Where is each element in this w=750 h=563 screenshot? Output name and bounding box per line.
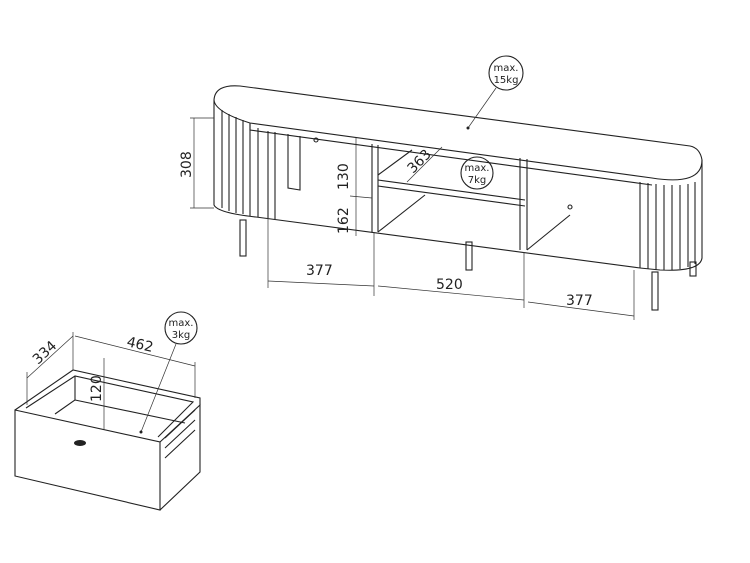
cabinet-legs — [239, 219, 697, 311]
height-dimension: 308 — [179, 151, 195, 178]
drawer-width-dimension: 462 — [125, 334, 155, 356]
left-width-dimension: 377 — [306, 263, 333, 279]
right-fluted-door — [639, 182, 696, 270]
drawer-load-value: 3kg — [172, 330, 191, 341]
top-load-label: max. — [494, 63, 519, 74]
drawer-load-callout: max. 3kg — [139, 311, 198, 434]
top-load-callout: max. 15kg — [466, 55, 524, 130]
tv-cabinet — [213, 85, 703, 311]
lower-compartment-dimension: 162 — [336, 207, 352, 234]
top-load-value: 15kg — [494, 75, 519, 86]
drawer-dimensions: 334 462 120 — [26, 332, 196, 430]
drawer-handle-icon — [74, 440, 86, 446]
upper-compartment-dimension: 130 — [336, 163, 352, 190]
right-width-dimension: 377 — [566, 293, 593, 309]
middle-width-dimension: 520 — [436, 277, 463, 293]
drawer-depth-dimension: 334 — [30, 338, 61, 368]
shelf-load-label: max. — [465, 163, 490, 174]
drawer — [14, 369, 201, 511]
shelf-load-value: 7kg — [468, 175, 487, 186]
drawer-height-dimension: 120 — [89, 375, 105, 402]
left-fluted-door — [221, 110, 259, 217]
cabinet-dimensions: 308 162 130 363 377 520 377 — [179, 117, 635, 320]
depth-dimension: 363 — [405, 147, 435, 177]
shelf-load-callout: max. 7kg — [460, 156, 494, 190]
drawer-load-label: max. — [169, 318, 194, 329]
